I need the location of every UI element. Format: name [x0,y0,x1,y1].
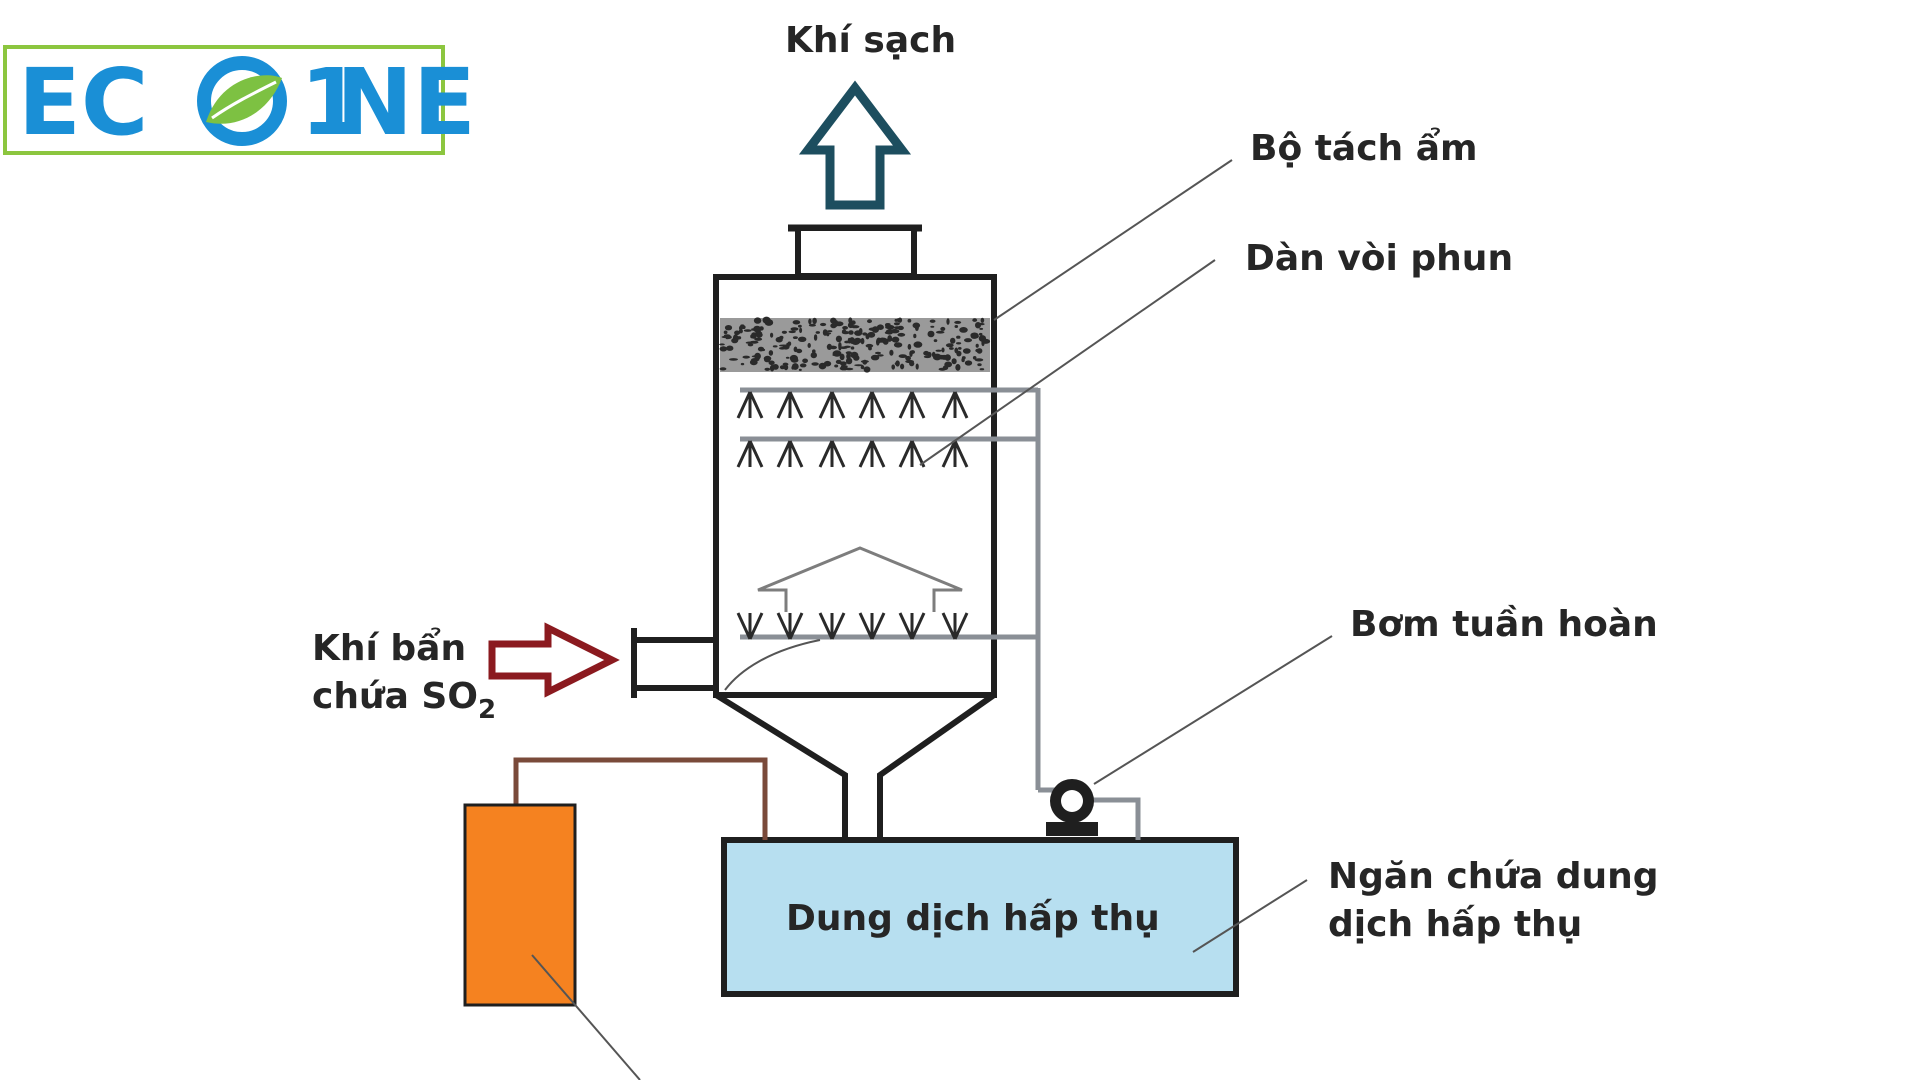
label-demister: Bộ tách ẩm [1250,127,1478,169]
label-clean-gas: Khí sạch [785,20,956,61]
dosing-pipe [513,757,768,840]
logo-mark-one: 1 [300,49,364,156]
label-tank-line2: dịch hấp thụ [1328,904,1582,945]
label-dirty-gas-subscript: 2 [478,695,496,725]
label-dirty-gas-line2: chứa SO2 [312,676,496,725]
label-dirty-gas-text: chứa SO [312,676,478,717]
leaf-icon [197,56,287,146]
label-spray-nozzles: Dàn vòi phun [1245,238,1513,279]
logo-text-left: EC [18,49,148,156]
label-absorbent-solution: Dung dịch hấp thụ [786,898,1160,939]
ecoone-logo: EC 1 NE [3,45,476,156]
absorbent-tank [721,837,1239,997]
label-circulation-pump: Bơm tuần hoàn [1350,604,1658,645]
spray-nozzles [736,391,969,640]
gas-flow-arrow-icon [757,546,963,612]
label-tank-line1: Ngăn chứa dung [1328,856,1659,897]
pump-icon [1046,779,1141,840]
logo-text-right: NE [336,49,476,156]
demister-packing [719,316,991,373]
gas-inlet-duct [631,628,716,698]
dosing-tank [463,803,577,1007]
leader-lines [531,159,1333,1080]
label-dirty-gas-line1: Khí bẩn [312,627,466,669]
dirty-gas-arrow-icon [488,622,620,698]
clean-gas-arrow-icon [798,80,912,210]
